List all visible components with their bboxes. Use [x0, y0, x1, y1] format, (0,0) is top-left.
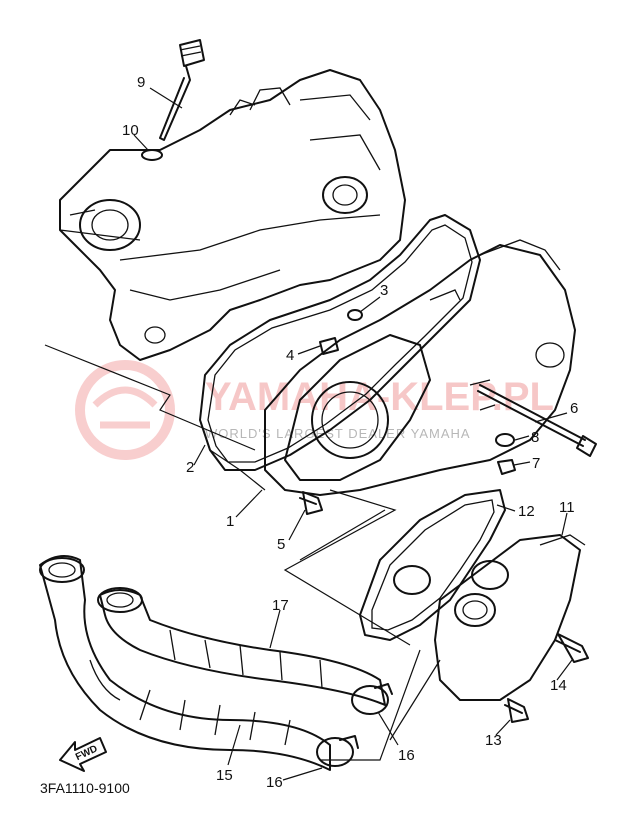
- callout-16-upper: 16: [398, 747, 415, 764]
- crankcase-gasket: [199, 214, 481, 471]
- callout-13: 13: [485, 732, 502, 749]
- callout-10: 10: [122, 122, 139, 139]
- callout-labels: 9 10 3 4 6 8 7 2 1 5 12 11 17 14 13 16 1…: [122, 74, 578, 791]
- reference-lines: [44, 344, 441, 761]
- callout-11: 11: [559, 499, 575, 516]
- bolt-5: [299, 491, 323, 515]
- callout-3: 3: [380, 282, 388, 299]
- diagram-code: 3FA1110-9100: [40, 780, 130, 796]
- watermark-logo: [75, 360, 175, 460]
- crankcase-cover: [264, 239, 576, 496]
- callout-7: 7: [532, 455, 540, 472]
- bolt-13: [504, 698, 529, 723]
- callout-leaders: [133, 87, 573, 781]
- bolt-small: [319, 337, 339, 355]
- callout-9: 9: [137, 74, 145, 91]
- callout-2: 2: [186, 459, 194, 476]
- hose-clamp-upper: [351, 683, 393, 715]
- crankcase-body: [59, 69, 406, 361]
- watermark: YAMAHA-KLEP.PL WORLD'S LARGEST DEALER YA…: [75, 360, 554, 460]
- duct-gasket: [359, 489, 506, 641]
- oil-dipstick: [159, 39, 205, 141]
- duct-cover: [434, 534, 586, 701]
- callout-15: 15: [216, 767, 233, 784]
- callout-1: 1: [226, 513, 234, 530]
- callout-6: 6: [570, 400, 578, 417]
- callout-4: 4: [286, 347, 294, 364]
- washer: [495, 433, 515, 447]
- dowel-pin: [347, 309, 363, 321]
- callout-16-lower: 16: [266, 774, 283, 791]
- bolt-14: [554, 633, 589, 663]
- callout-5: 5: [277, 536, 285, 553]
- callout-14: 14: [550, 677, 567, 694]
- watermark-subtext: WORLD'S LARGEST DEALER YAMAHA: [205, 426, 471, 441]
- callout-12: 12: [518, 503, 535, 520]
- callout-17: 17: [272, 597, 289, 614]
- o-ring: [141, 149, 163, 161]
- hose-clamp-lower: [316, 735, 359, 767]
- air-duct-upper: [97, 587, 386, 706]
- forward-arrow-icon: FWD: [59, 737, 107, 772]
- nut: [497, 459, 516, 475]
- long-bolt: [477, 384, 597, 457]
- air-duct-lower: [39, 555, 331, 771]
- callout-8: 8: [531, 429, 539, 446]
